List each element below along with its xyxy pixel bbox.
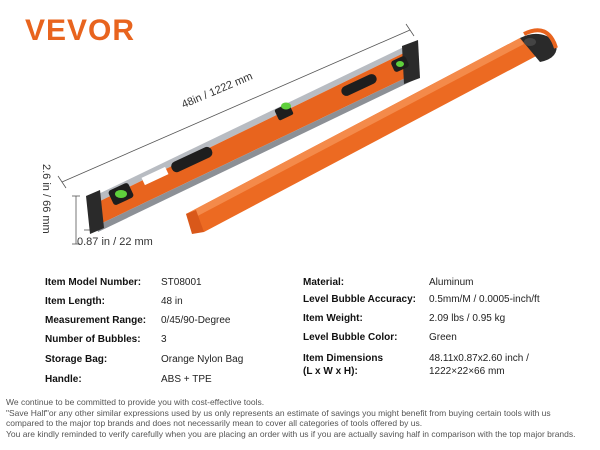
disclaimer-line: We continue to be committed to provide y…: [6, 397, 265, 407]
spec-label: Item Dimensions: [303, 353, 384, 364]
disclaimer-line: You are kindly reminded to verify carefu…: [6, 428, 576, 439]
spec-label: Level Bubble Color:: [303, 332, 398, 343]
spec-label: Level Bubble Accuracy:: [303, 294, 417, 305]
spec-value: Green: [429, 332, 457, 343]
spec-value: 0/45/90-Degree: [161, 315, 231, 326]
height-dimension-line: [72, 195, 80, 245]
spec-label: Material:: [303, 277, 345, 288]
spec-label: (L x W x H):: [303, 366, 358, 377]
spec-value: Orange Nylon Bag: [161, 354, 244, 365]
spec-value: 48.11x0.87x2.60 inch /: [429, 353, 529, 364]
length-dimension-line: [57, 23, 415, 189]
spec-label: Storage Bag:: [45, 354, 108, 365]
spec-label: Item Length:: [45, 296, 105, 307]
spec-value: 2.09 lbs / 0.95 kg: [429, 313, 506, 324]
storage-bag: [186, 28, 558, 234]
spec-value: 0.5mm/M / 0.0005-inch/ft: [429, 294, 540, 305]
spec-value: ST08001: [161, 277, 202, 288]
spec-label: Item Weight:: [303, 313, 363, 324]
spirit-level: [86, 40, 420, 234]
height-dimension-label: 2.6 in / 66 mm: [40, 164, 52, 234]
disclaimer-line: compared to the major top brands and doe…: [6, 418, 423, 428]
spec-label: Item Model Number:: [45, 277, 142, 288]
disclaimer-line: "Save Half"or any other similar expressi…: [6, 407, 551, 418]
spec-label: Number of Bubbles:: [45, 334, 141, 345]
product-illustration: [57, 23, 558, 245]
vevor-logo: VEVOR: [25, 14, 136, 47]
spec-label: Handle:: [45, 374, 82, 385]
disclaimer: We continue to be committed to provide y…: [6, 397, 596, 439]
depth-dimension-label: 0.87 in / 22 mm: [77, 236, 153, 248]
spec-value: Aluminum: [429, 277, 474, 288]
spec-value: 48 in: [161, 296, 183, 307]
spec-value: ABS + TPE: [161, 374, 212, 385]
spec-value: 3: [161, 334, 167, 345]
spec-label: Measurement Range:: [45, 315, 147, 326]
spec-value: 1222×22×66 mm: [429, 366, 505, 377]
